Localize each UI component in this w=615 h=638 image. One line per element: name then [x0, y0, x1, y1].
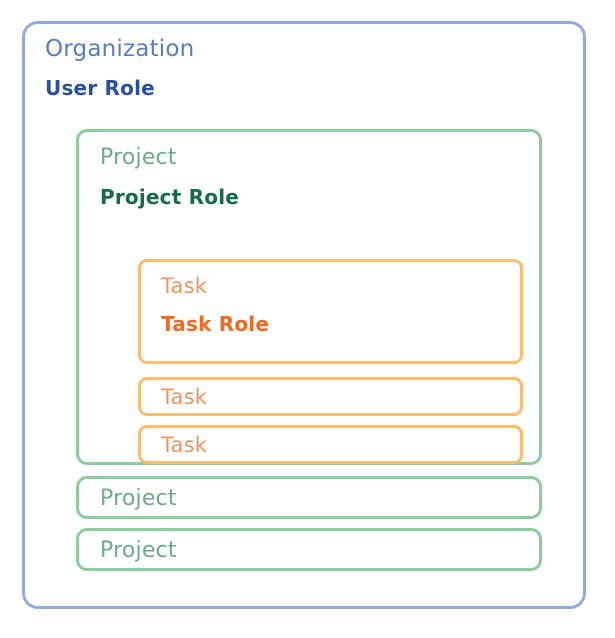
organization-label: Organization	[45, 36, 195, 62]
task-container-secondary[interactable]: Task	[138, 377, 523, 416]
organization-user-role-label: User Role	[45, 76, 155, 100]
project-container-primary[interactable]: Project Project Role Task Task Role Task…	[76, 129, 542, 465]
project-container-tertiary[interactable]: Project	[76, 528, 542, 571]
project-role-label: Project Role	[100, 185, 240, 209]
project-label: Project	[100, 486, 177, 511]
task-container-tertiary[interactable]: Task	[138, 425, 523, 464]
task-role-label: Task Role	[161, 312, 270, 336]
project-label: Project	[100, 538, 177, 563]
task-label: Task	[161, 385, 208, 409]
organization-container[interactable]: Organization User Role Project Project R…	[22, 21, 586, 609]
project-container-secondary[interactable]: Project	[76, 476, 542, 519]
task-label: Task	[161, 433, 208, 457]
task-container-primary[interactable]: Task Task Role	[138, 259, 523, 364]
project-label: Project	[100, 145, 177, 170]
task-label: Task	[161, 274, 208, 298]
